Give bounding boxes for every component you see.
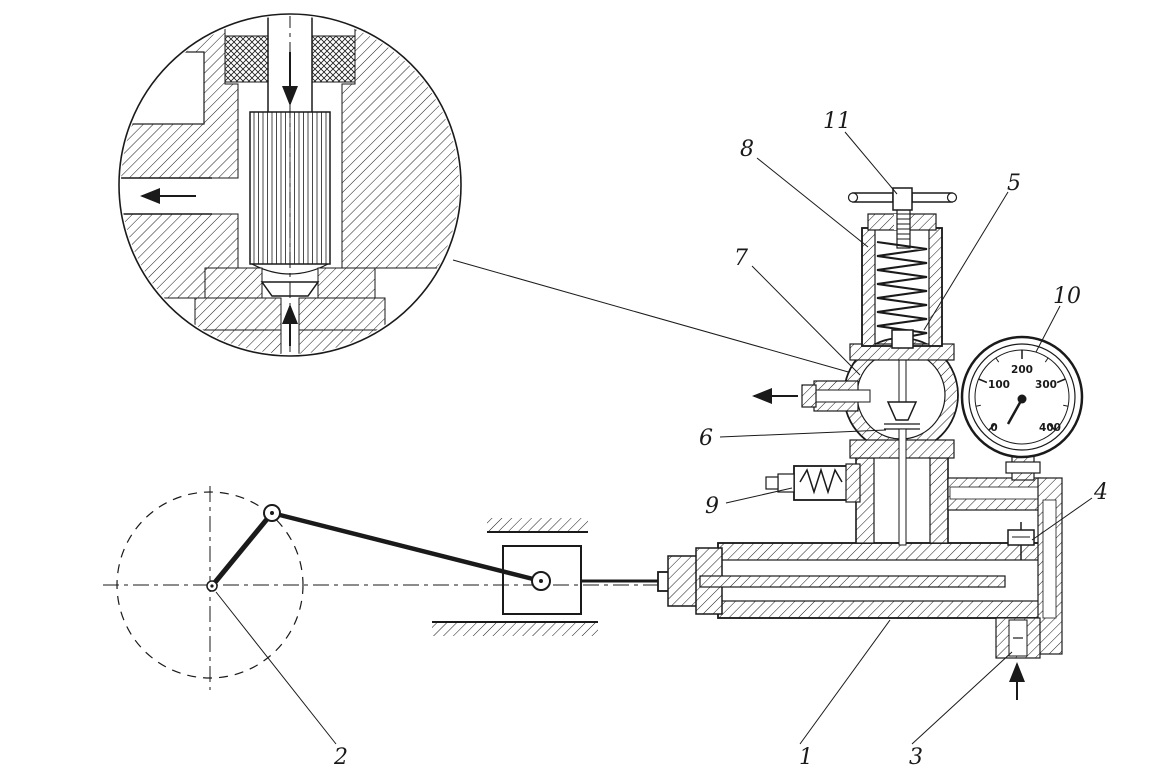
- inset-seat-right: [317, 267, 376, 299]
- callout-10: 10: [1053, 284, 1081, 309]
- right-block-channel: [1042, 499, 1057, 619]
- outlet-step: [801, 384, 817, 408]
- regulator-spring: [876, 241, 928, 339]
- callout-4: 4: [1093, 480, 1108, 505]
- barrel-wall-bottom: [717, 600, 1049, 619]
- relief-valve-stem: [765, 476, 779, 490]
- callout-2-leader: [215, 591, 337, 745]
- pressure-gauge: 0 100 200 300 400: [960, 335, 1084, 481]
- callouts: 11 8 5 7 10 6 9 4 2 1 3: [215, 109, 1108, 770]
- gauge-needle: [1006, 398, 1024, 425]
- upper-arm-channel: [949, 486, 1039, 500]
- t-handle-knob-left: [847, 192, 859, 203]
- callout-10-leader: [1035, 305, 1061, 353]
- callout-7: 7: [734, 246, 748, 271]
- callout-9-leader: [725, 487, 793, 504]
- detail-inset: [118, 13, 462, 357]
- inset-body-right: [341, 16, 459, 269]
- callout-5: 5: [1007, 171, 1021, 196]
- gauge-tick-400: 400: [1039, 422, 1061, 434]
- relief-valve-spring: [799, 467, 843, 495]
- inset-packing-left: [224, 35, 269, 83]
- valve-stem-lower: [898, 428, 907, 546]
- housing-wall-left: [861, 227, 876, 347]
- barrel-wall-top: [717, 542, 1049, 561]
- inset-seat-left: [204, 267, 263, 299]
- callout-11: 11: [823, 109, 851, 134]
- valve-cone: [886, 401, 918, 421]
- spring-seat: [891, 329, 914, 349]
- pump-piston-rod: [699, 575, 1006, 588]
- gauge-tick-200: 200: [1011, 364, 1033, 376]
- callout-11-leader: [844, 131, 898, 195]
- callout-8-leader: [756, 157, 869, 248]
- gauge-bezel: [968, 343, 1076, 451]
- crank-mechanism: [103, 486, 703, 690]
- pump-body: [667, 187, 1063, 700]
- crank-arm: [210, 511, 274, 588]
- relief-valve-mount: [845, 463, 861, 503]
- inset-plate-right: [298, 297, 386, 331]
- callout-3: 3: [909, 745, 923, 770]
- callout-1: 1: [799, 745, 813, 770]
- callout-3-leader: [911, 651, 1013, 745]
- callout-6-leader: [719, 429, 887, 438]
- connecting-rod: [271, 510, 542, 584]
- inset-packing-right: [311, 35, 356, 83]
- callout-1-leader: [799, 619, 891, 745]
- gauge-needle-hub: [1017, 394, 1027, 404]
- inset-leader-line: [452, 259, 867, 378]
- inset-base-left: [164, 329, 282, 354]
- guide-hatch-top: [487, 518, 588, 532]
- callout-2: 2: [333, 745, 348, 770]
- outlet-channel: [813, 389, 871, 403]
- guide-hatch-bottom: [432, 622, 598, 636]
- gland-outer: [667, 555, 699, 607]
- t-handle-bar-left: [852, 192, 894, 203]
- t-handle-knob-right: [946, 192, 958, 203]
- callout-4-leader: [1031, 497, 1093, 541]
- gauge-nut: [1005, 461, 1041, 474]
- callout-7-leader: [751, 265, 861, 376]
- inset-base-right: [298, 329, 416, 354]
- callout-9: 9: [705, 494, 719, 519]
- callout-5-leader: [923, 191, 1009, 331]
- housing-wall-right: [928, 227, 943, 347]
- t-handle-hub: [892, 187, 913, 211]
- callout-8: 8: [740, 137, 754, 162]
- callout-6: 6: [699, 426, 713, 451]
- inset-body-step: [121, 51, 205, 125]
- gauge-tick-0: 0: [990, 422, 997, 434]
- t-handle-bar-right: [911, 192, 953, 203]
- crank-circle: [116, 491, 304, 679]
- inset-plate-left: [194, 297, 282, 331]
- gauge-tick-300: 300: [1035, 379, 1057, 391]
- valve-column-right-wall: [929, 457, 949, 544]
- gauge-tick-100: 100: [988, 379, 1010, 391]
